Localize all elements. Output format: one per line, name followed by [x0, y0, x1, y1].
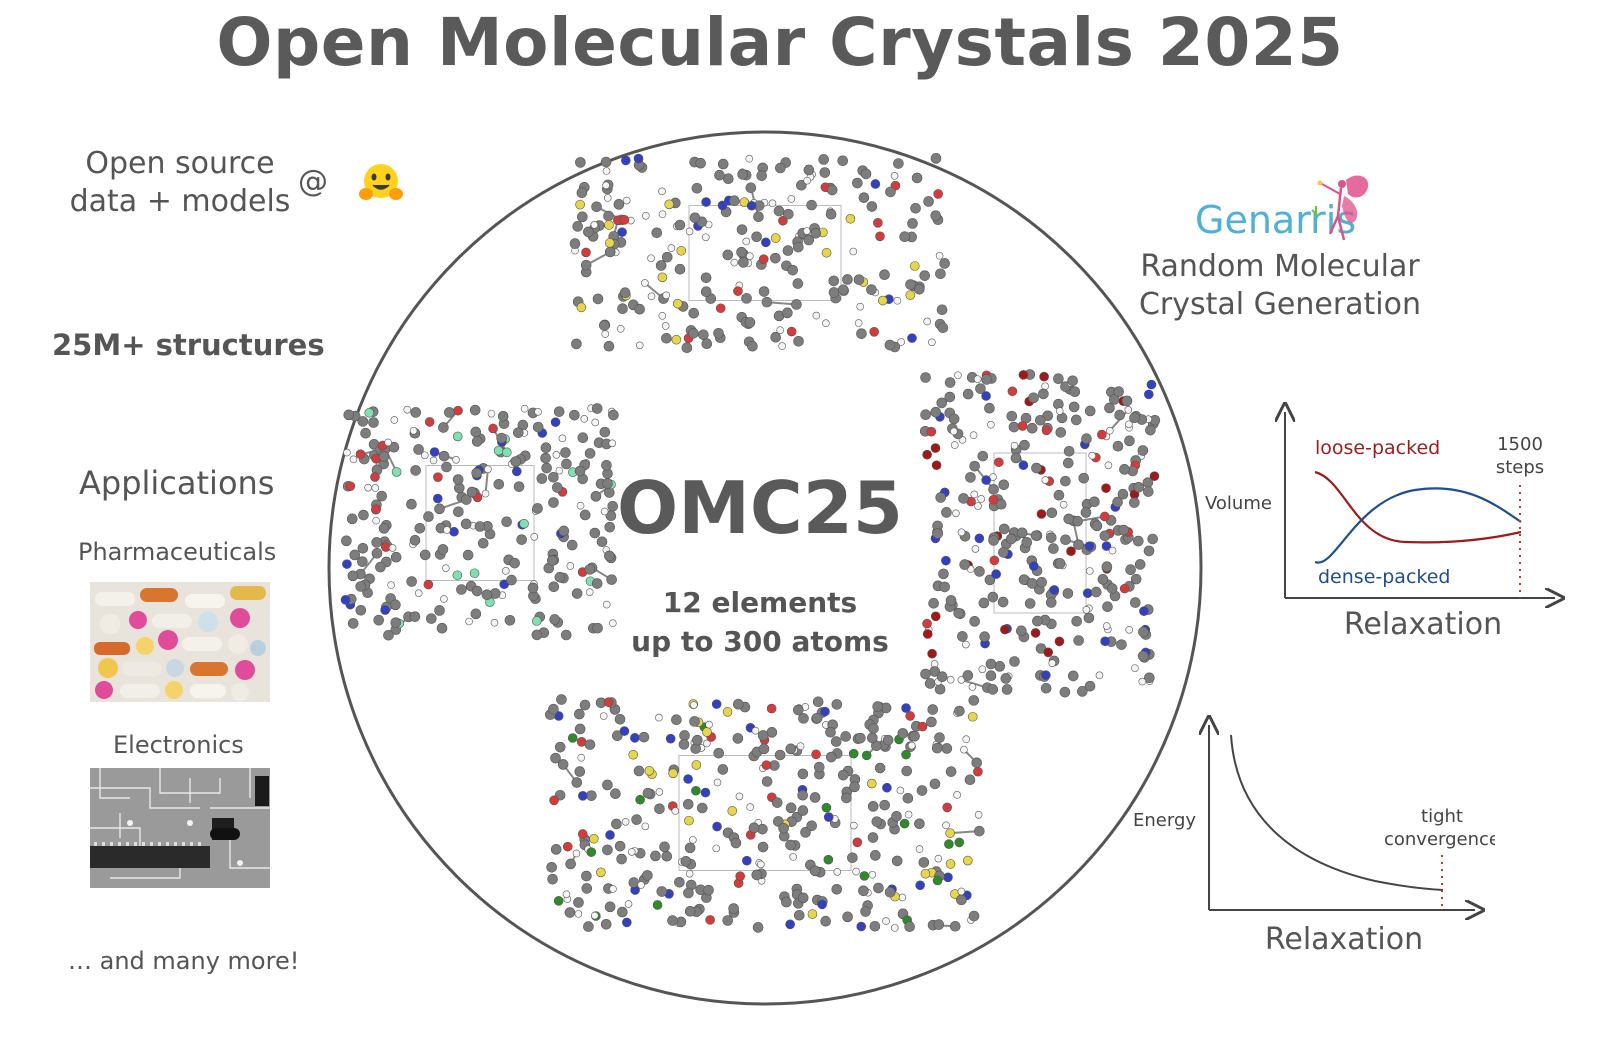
dense-packed-label: dense-packed [1318, 566, 1450, 588]
structures-count: 25M+ structures [52, 328, 325, 362]
genarris-description: Random Molecular Crystal Generation [1130, 248, 1430, 324]
open-source-text: Open source data + models [60, 145, 300, 221]
steps-value: 1500 [1497, 434, 1543, 455]
energy-xlabel: Relaxation [1265, 922, 1423, 957]
dense-packed-curve [1314, 487, 1522, 564]
open-source-line2: data + models [69, 184, 291, 219]
loose-packed-label: loose-packed [1315, 437, 1440, 459]
genarris-logo: Genarris [1195, 198, 1357, 242]
more-applications-text: … and many more! [68, 947, 300, 975]
energy-ylabel: Energy [1133, 810, 1196, 831]
volume-relaxation-plot: Volume loose-packed dense-packed 1500 st… [1205, 400, 1565, 642]
pharmaceuticals-label: Pharmaceuticals [78, 538, 277, 566]
steps-unit: steps [1496, 457, 1544, 478]
loose-packed-curve [1314, 470, 1522, 544]
electronics-image [90, 768, 270, 888]
crystal-circle [327, 130, 1203, 1006]
fairy-icon [1311, 175, 1369, 241]
dataset-name: OMC25 [617, 466, 903, 550]
convergence-line2: convergence [1384, 829, 1495, 850]
energy-relaxation-plot: Energy tight convergence Relaxation [1133, 715, 1495, 957]
dataset-stats: 12 elements up to 300 atoms [600, 583, 920, 661]
atoms-count: up to 300 atoms [631, 625, 889, 658]
electronics-label: Electronics [113, 731, 244, 759]
volume-ylabel: Volume [1205, 493, 1272, 514]
pharmaceuticals-image [90, 582, 270, 702]
genarris-line1: Random Molecular [1140, 249, 1420, 284]
applications-heading: Applications [79, 464, 275, 502]
crystal-structure-right [919, 369, 1161, 698]
page-title: Open Molecular Crystals 2025 [216, 4, 1344, 81]
genarris-line2: Crystal Generation [1138, 287, 1422, 322]
energy-curve [1230, 734, 1444, 891]
open-source-line1: Open source [85, 146, 275, 181]
volume-xlabel: Relaxation [1344, 607, 1502, 642]
elements-count: 12 elements [662, 586, 858, 619]
crystal-structure-bottom [544, 694, 985, 933]
hugging-face-icon [359, 164, 403, 200]
crystal-structure-left [340, 403, 619, 641]
at-symbol: @ [298, 164, 328, 199]
crystal-structure-top [569, 153, 950, 354]
convergence-line1: tight [1421, 806, 1463, 827]
